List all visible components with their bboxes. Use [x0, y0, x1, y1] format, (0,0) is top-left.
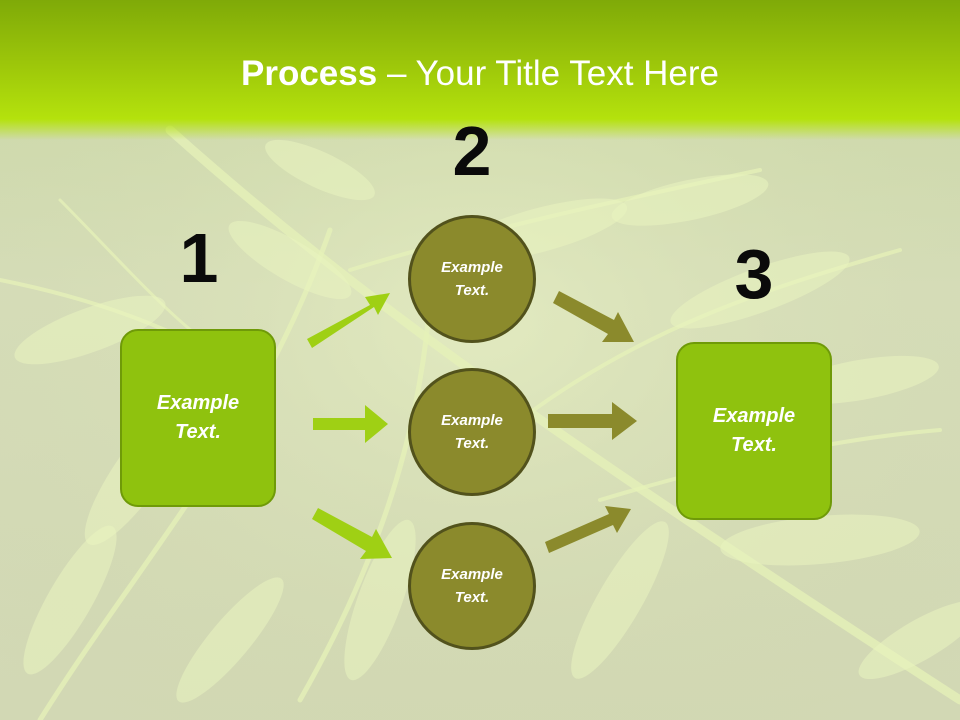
circle-bottom-text: Example Text.: [441, 566, 503, 606]
circle-bottom: Example Text.: [408, 522, 536, 650]
circle-top: Example Text.: [408, 215, 536, 343]
arrow-left-middle: [313, 405, 388, 443]
step-number-1: 1: [179, 219, 219, 297]
arrow-right-top: [553, 291, 634, 342]
step-number-3: 3: [734, 235, 774, 313]
title-bold: Process: [241, 54, 378, 93]
slide-title: Process – Your Title Text Here: [0, 52, 960, 96]
step-number-2: 2: [452, 112, 492, 190]
circle-middle: Example Text.: [408, 368, 536, 496]
circle-top-text: Example Text.: [441, 259, 503, 299]
arrow-left-top: [307, 293, 390, 348]
circle-middle-text: Example Text.: [441, 412, 503, 452]
left-box: Example Text.: [120, 329, 276, 507]
title-rest: – Your Title Text Here: [377, 54, 719, 93]
right-box: Example Text.: [676, 342, 832, 520]
arrow-left-bottom: [312, 508, 392, 559]
left-box-text: Example Text.: [156, 392, 240, 443]
header-band: [0, 0, 960, 140]
arrow-right-bottom: [545, 506, 631, 553]
right-box-text: Example Text.: [712, 405, 796, 456]
arrow-right-middle: [548, 402, 637, 440]
